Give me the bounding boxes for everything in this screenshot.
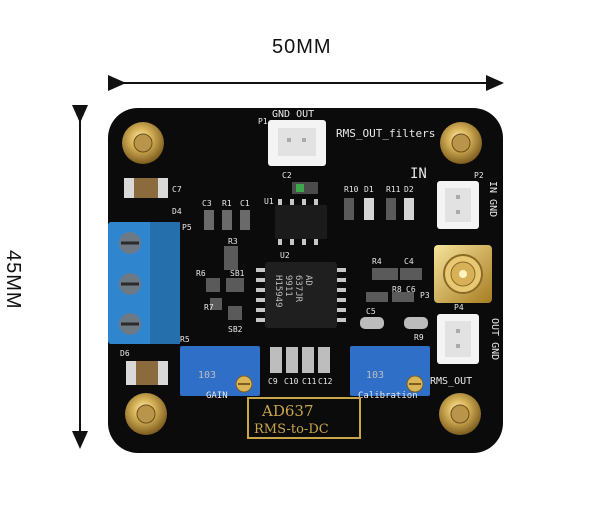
- label-c6: C6: [406, 285, 416, 294]
- label-r11: R11: [386, 185, 401, 194]
- trimpot-calibration: 103: [350, 346, 430, 396]
- label-d2: D2: [404, 185, 414, 194]
- header-p1: [268, 120, 326, 166]
- chip-marking-line2: 637JR: [293, 275, 303, 303]
- capacitor-c7: [124, 178, 168, 198]
- label-c9: C9: [268, 377, 278, 386]
- module-title-line2: RMS-to-DC: [254, 422, 329, 437]
- label-p5: P5: [182, 223, 192, 232]
- label-c11: C11: [302, 377, 317, 386]
- trimpot-gain: 103: [180, 346, 260, 396]
- label-p1: P1: [258, 117, 268, 126]
- label-r3: R3: [228, 237, 238, 246]
- label-sb1: SB1: [230, 269, 245, 278]
- label-r7: R7: [204, 303, 214, 312]
- mount-hole-top-right: [440, 122, 482, 164]
- label-u1: U1: [264, 197, 274, 206]
- label-r5: R5: [180, 335, 190, 344]
- trimpot-gain-marking: 103: [198, 370, 216, 381]
- capacitor-c6: [126, 361, 168, 385]
- label-sb2: SB2: [228, 325, 243, 334]
- label-rms-out-filters: RMS_OUT_filters: [336, 127, 435, 140]
- label-calibration: Calibration: [358, 391, 418, 401]
- width-dimension-label: 50MM: [272, 36, 332, 58]
- label-rms-out: RMS_OUT: [430, 376, 472, 387]
- label-c5: C5: [366, 307, 376, 316]
- trimpot-calibration-marking: 103: [366, 370, 384, 381]
- label-r8: R8: [392, 285, 402, 294]
- smd-parts: [204, 182, 428, 373]
- label-gain: GAIN: [206, 391, 228, 401]
- sma-connector: [434, 245, 492, 303]
- label-r6: R6: [196, 269, 206, 278]
- label-p3: P3: [420, 291, 430, 300]
- chip-u2: [256, 262, 346, 328]
- label-in-gnd: IN GND: [487, 181, 498, 217]
- label-out-gnd: OUT GND: [489, 318, 500, 360]
- label-c4: C4: [404, 257, 414, 266]
- label-c7: C7: [172, 185, 182, 194]
- label-r4: R4: [372, 257, 382, 266]
- label-gnd-out: GND OUT: [272, 109, 314, 120]
- module-title-line1: AD637: [261, 402, 314, 420]
- mount-hole-bottom-left: [125, 393, 167, 435]
- label-c12: C12: [318, 377, 333, 386]
- header-p2: [437, 181, 479, 229]
- mount-hole-top-left: [122, 122, 164, 164]
- chip-marking-line1: AD: [303, 275, 313, 286]
- label-c2: C2: [282, 171, 292, 180]
- mount-hole-bottom-right: [439, 393, 481, 435]
- chip-marking-line3: 9911: [283, 275, 293, 297]
- label-in: IN: [410, 166, 427, 182]
- label-c3: C3: [202, 199, 212, 208]
- label-r10: R10: [344, 185, 359, 194]
- terminal-block-p5: [108, 222, 180, 344]
- label-r1: R1: [222, 199, 232, 208]
- header-p4: [437, 314, 479, 364]
- label-u2: U2: [280, 251, 290, 260]
- label-r9: R9: [414, 333, 424, 342]
- module-title-box: [247, 397, 361, 439]
- label-c1: C1: [240, 199, 250, 208]
- chip-u1: [275, 199, 327, 245]
- label-p2: P2: [474, 171, 484, 180]
- label-c10: C10: [284, 377, 299, 386]
- label-d4: D4: [172, 207, 182, 216]
- label-d1: D1: [364, 185, 374, 194]
- label-d6: D6: [120, 349, 130, 358]
- chip-marking-line4: H15949: [273, 275, 283, 308]
- label-p4: P4: [454, 303, 464, 312]
